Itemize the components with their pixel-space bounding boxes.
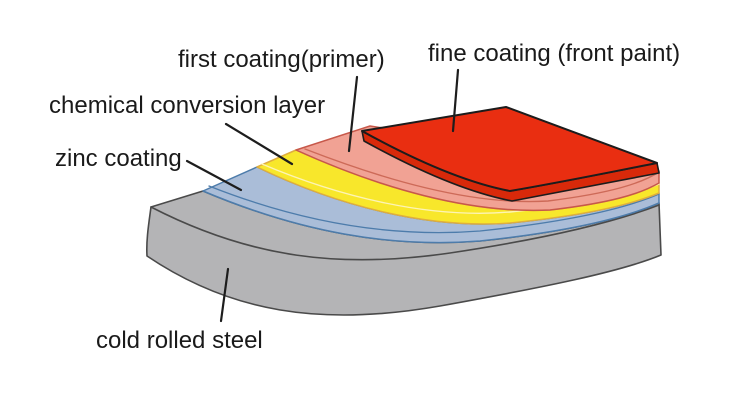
leader-lines <box>185 68 460 323</box>
steel-front-top-edge <box>150 204 660 261</box>
label-zinc-coating: zinc coating <box>55 145 182 172</box>
label-fine-coating: fine coating (front paint) <box>428 40 681 67</box>
label-chemical-conversion: chemical conversion layer <box>49 92 326 119</box>
leader-first-coating <box>347 75 359 153</box>
zinc-front-top-edge <box>208 185 660 234</box>
primer-front-top-edge <box>304 148 660 203</box>
leader-cold-rolled-steel <box>219 267 230 323</box>
leader-chemical-conversion <box>224 122 294 166</box>
label-first-coating: first coating(primer) <box>178 46 385 73</box>
leader-fine-coating <box>451 68 460 133</box>
fine-coating-layer <box>361 106 660 202</box>
fine-coating-top-shape <box>361 106 658 192</box>
leader-zinc-coating <box>185 159 243 192</box>
label-cold-rolled-steel: cold rolled steel <box>96 327 263 354</box>
